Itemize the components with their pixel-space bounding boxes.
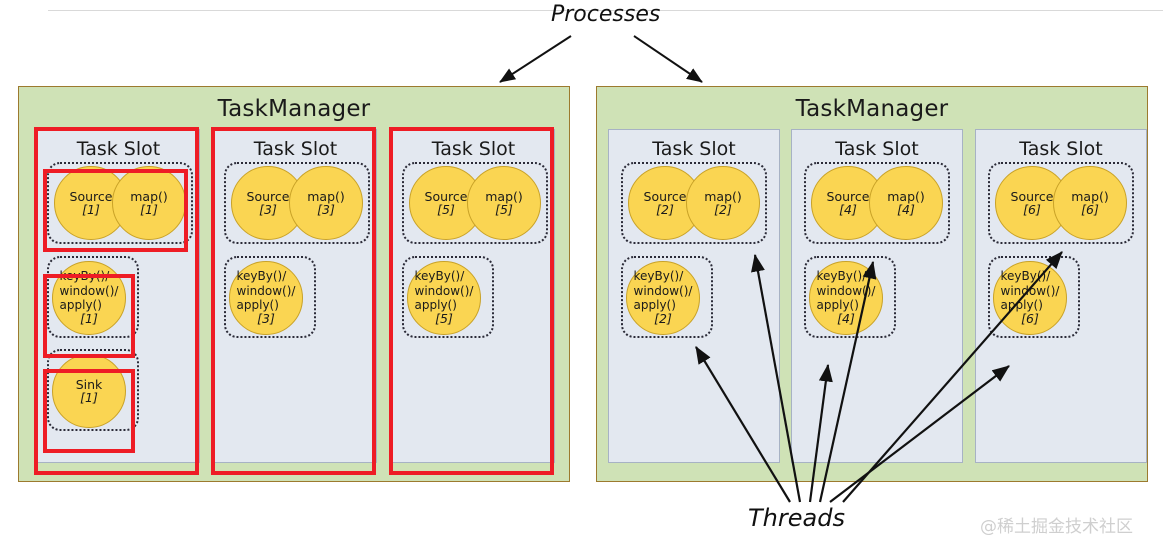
operator-node-keyby: keyBy()/window()/apply() [1] <box>52 261 126 335</box>
taskmanager-right: TaskManager Task Slot Source [2] map() [… <box>596 86 1148 482</box>
operator-node-keyby: keyBy()/window()/apply() [3] <box>229 261 303 335</box>
operator-node-sink: Sink [1] <box>52 354 126 428</box>
operator-node-keyby: keyBy()/window()/apply() [6] <box>993 261 1067 335</box>
task-box-source-map <box>47 162 193 244</box>
operator-node-map: map() [1] <box>112 166 186 240</box>
operator-node-map: map() [2] <box>686 166 760 240</box>
task-slot-label: Task Slot <box>652 138 736 160</box>
top-divider-line <box>48 10 1163 11</box>
task-box-source-map <box>804 162 950 244</box>
task-slot-6[interactable]: Task Slot Source [6] map() [6] keyBy()/w… <box>975 129 1147 463</box>
label-threads: Threads <box>748 504 845 532</box>
operator-node-source: Source [3] <box>231 166 305 240</box>
operator-node-keyby: keyBy()/window()/apply() [5] <box>407 261 481 335</box>
arrow-processes-left <box>499 35 572 83</box>
task-slot-2[interactable]: Task Slot Source [3] map() [3] keyBy()/w… <box>214 129 377 463</box>
task-slot-label: Task Slot <box>76 138 161 160</box>
task-box-source-map <box>621 162 767 244</box>
task-slot-5[interactable]: Task Slot Source [4] map() [4] keyBy()/w… <box>791 129 963 463</box>
operator-node-map: map() [4] <box>869 166 943 240</box>
task-slot-label: Task Slot <box>253 138 338 160</box>
taskmanager-title: TaskManager <box>795 96 949 122</box>
task-box-keyby-window-apply <box>47 256 139 338</box>
task-slot-1[interactable]: Task Slot Source [1] map() [1] keyBy()/w… <box>37 129 200 463</box>
operator-node-keyby: keyBy()/window()/apply() [4] <box>809 261 883 335</box>
arrow-processes-right <box>633 35 703 83</box>
watermark: @稀土掘金技术社区 <box>980 517 1133 537</box>
task-slot-label: Task Slot <box>835 138 919 160</box>
operator-node-map: map() [5] <box>467 166 541 240</box>
operator-node-map: map() [6] <box>1053 166 1127 240</box>
task-box-source-map <box>988 162 1134 244</box>
task-box-keyby-window-apply <box>402 256 494 338</box>
task-box-sink <box>47 349 139 431</box>
task-slot-3[interactable]: Task Slot Source [5] map() [5] keyBy()/w… <box>392 129 555 463</box>
task-slot-label: Task Slot <box>1019 138 1103 160</box>
task-box-keyby-window-apply <box>621 256 713 338</box>
task-slot-label: Task Slot <box>431 138 516 160</box>
taskmanager-left: TaskManager Task Slot Source [1] map() [… <box>18 86 570 482</box>
taskmanager-title: TaskManager <box>217 96 371 122</box>
label-processes: Processes <box>551 2 661 27</box>
task-box-keyby-window-apply <box>224 256 316 338</box>
task-slot-4[interactable]: Task Slot Source [2] map() [2] keyBy()/w… <box>608 129 780 463</box>
operator-node-keyby: keyBy()/window()/apply() [2] <box>626 261 700 335</box>
operator-node-map: map() [3] <box>289 166 363 240</box>
task-box-source-map <box>402 162 548 244</box>
task-box-source-map <box>224 162 370 244</box>
